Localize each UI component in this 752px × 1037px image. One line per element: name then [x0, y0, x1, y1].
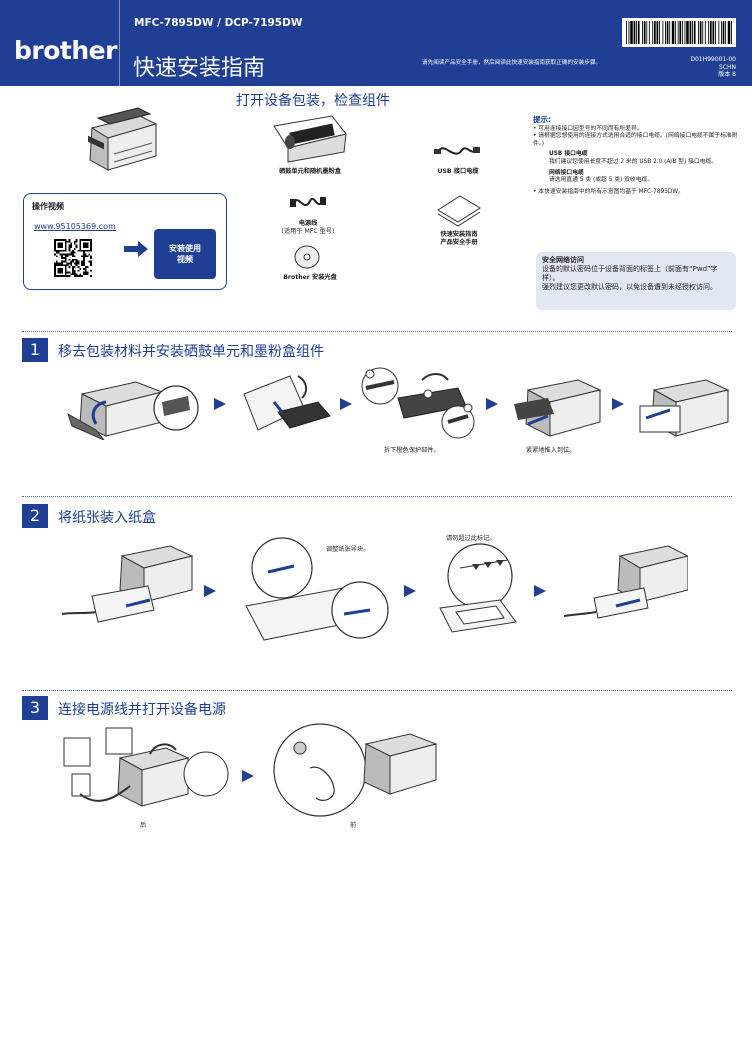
- net-tip-title: 网络接口电缆: [549, 169, 584, 176]
- step2-load-paper-image: [436, 542, 518, 634]
- barcode-icon: [622, 18, 736, 47]
- brother-logo: brother: [14, 36, 117, 65]
- step3-power-on-image: [270, 718, 440, 818]
- step3-caption-front: 前: [350, 822, 357, 829]
- step-1-title: 移去包装材料并安装硒鼓单元和墨粉盒组件: [58, 344, 324, 360]
- step1-caption-1: 拆下橙色保护部件。: [384, 447, 440, 454]
- quick-guide-label: 快速安装指南: [440, 231, 478, 238]
- step1-arrow-1-icon: [214, 398, 226, 410]
- step2-caption-1: 调整纸张导块。: [326, 546, 370, 553]
- step2-insert-tray-image: [564, 542, 688, 634]
- model-name: MFC-7895DW / DCP-7195DW: [134, 17, 303, 29]
- tip-line-3: • 本快速安装指南中的所有示意图均基于 MFC-7895DW。: [533, 188, 684, 195]
- drum-label: 硒鼓单元和随机墨粉盒: [279, 168, 341, 175]
- qr-code-icon: [54, 239, 92, 277]
- divider-3: [22, 690, 732, 691]
- step2-arrow-3-icon: [534, 585, 546, 597]
- step1-arrow-2-icon: [340, 398, 352, 410]
- cd-rom-icon: [294, 244, 320, 270]
- step2-caption-2: 请勿超过此标记。: [446, 535, 496, 542]
- page-title: 快速安装指南: [133, 56, 266, 81]
- manuals-icon: [436, 192, 482, 228]
- video-url-link[interactable]: www.95105369.com: [34, 222, 116, 231]
- usb-tip-text: 我们建议您使用长度不超过 2 米的 USB 2.0 (A/B 型) 接口电缆。: [549, 158, 718, 165]
- step1-insert-drum-image: [508, 374, 604, 440]
- safety-guide-label: 产品安全手册: [440, 239, 478, 246]
- doc-lang-line: SCHN: [719, 63, 736, 71]
- security-box: 安全网络访问 设备的默认密码位于设备背面的标签上（前面有“Pwd”字样）。 强烈…: [536, 252, 736, 310]
- divider-2: [22, 496, 732, 497]
- video-box: 操作视频 www.95105369.com 安装使用视频: [23, 193, 227, 290]
- unpack-title: 打开设备包装，检查组件: [236, 93, 390, 109]
- step1-remove-parts-image: [358, 366, 476, 440]
- step-2-number: 2: [22, 504, 48, 528]
- step3-arrow-icon: [242, 770, 254, 782]
- tip-line-2: • 请根据您想使用的连接方式选用合适的接口电缆。(网络接口电缆不属于标准附件。): [533, 133, 738, 147]
- drum-unit-icon: [270, 112, 350, 164]
- usb-cable-icon: [434, 138, 480, 164]
- step2-pull-tray-image: [62, 542, 194, 634]
- step3-rear-connect-image: [60, 724, 230, 816]
- step2-adjust-guides-image: [244, 532, 390, 644]
- step-1-number: 1: [22, 338, 48, 362]
- step2-arrow-2-icon: [404, 585, 416, 597]
- net-tip-text: 请选用直通 5 类 (或超 5 类) 双绞电缆。: [549, 177, 654, 184]
- video-button[interactable]: 安装使用视频: [154, 229, 216, 279]
- power-cord-sub: (适用于 MFC 型号): [281, 228, 335, 235]
- tip-line-1: • 可用连接接口因型号的不同而有所差异。: [533, 125, 643, 132]
- video-button-line1: 安装使用: [169, 244, 201, 253]
- security-text-1: 设备的默认密码位于设备背面的标签上（前面有“Pwd”字样）。: [542, 265, 718, 282]
- cd-label: Brother 安装光盘: [283, 274, 337, 281]
- step-3-title: 连接电源线并打开设备电源: [58, 702, 226, 718]
- video-button-line2: 视频: [177, 255, 193, 264]
- step3-caption-rear: 后: [140, 822, 147, 829]
- usb-tip-title: USB 接口电缆: [549, 151, 588, 158]
- step1-close-cover-image: [630, 374, 734, 440]
- header-note: 请先阅读产品安全手册，然后阅读此快速安装指南获取正确的安装步骤。: [422, 60, 602, 66]
- video-title: 操作视频: [32, 202, 64, 211]
- step-3-number: 3: [22, 696, 48, 720]
- document-id: D01H99001-00 SCHN 版本 8: [640, 56, 736, 79]
- usb-label: USB 接口电缆: [437, 168, 479, 175]
- divider-1: [22, 331, 732, 332]
- step2-arrow-1-icon: [204, 585, 216, 597]
- step1-arrow-3-icon: [486, 398, 498, 410]
- step1-unpack-drum-image: [238, 372, 334, 438]
- header-divider: [119, 0, 120, 86]
- printer-image: [80, 98, 162, 176]
- security-title: 安全网络访问: [542, 256, 584, 264]
- tips-title: 提示:: [533, 115, 551, 124]
- step1-open-cover-image: [66, 374, 200, 440]
- doc-id-line: D01H99001-00: [690, 56, 736, 63]
- step-2-title: 将纸张装入纸盒: [58, 510, 156, 526]
- doc-version-line: 版本 8: [718, 71, 736, 78]
- step1-arrow-4-icon: [612, 398, 624, 410]
- security-text-2: 强烈建议您更改默认密码，以免设备遭到未经授权访问。: [542, 283, 717, 291]
- power-cord-icon: [290, 191, 326, 213]
- arrow-right-icon: [124, 241, 148, 257]
- tips-section: 提示: • 可用连接接口因型号的不同而有所差异。 • 请根据您想使用的连接方式选…: [533, 116, 738, 196]
- step1-caption-2: 紧紧地推入到位。: [526, 447, 576, 454]
- power-cord-label: 电源线: [298, 220, 318, 227]
